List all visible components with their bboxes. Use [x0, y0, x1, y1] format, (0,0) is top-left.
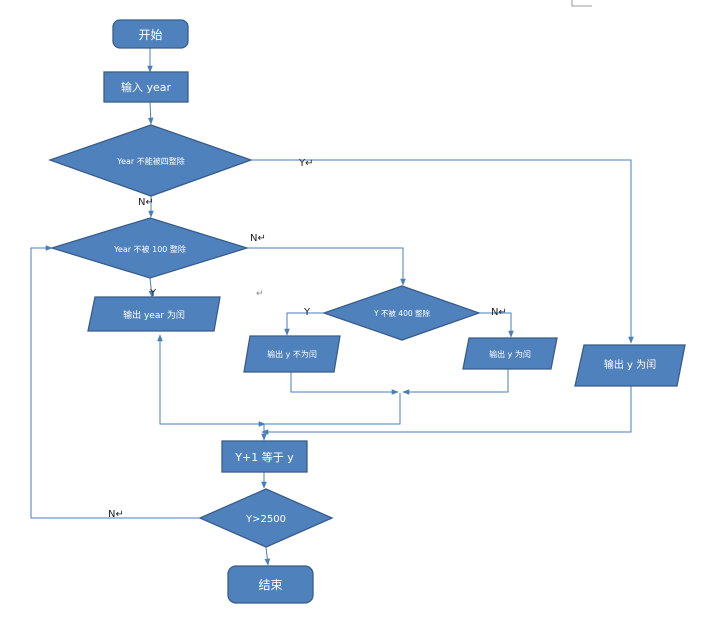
edge-right-output-return [261, 386, 632, 435]
paragraph-mark: ↵ [256, 289, 264, 299]
output-leap-left-box [87, 296, 221, 332]
end-terminal [227, 565, 314, 604]
edge-limit-no-loop [30, 245, 200, 519]
output-leap-left-label: 输出 year 为闰 [123, 309, 185, 321]
label-div100-yes: Y [149, 288, 157, 299]
label-div100-no: N↵ [250, 233, 266, 244]
output-leap-mid-label: 输出 y 为闰 [489, 349, 531, 359]
input-year-box [103, 71, 189, 103]
label-div4-no: N↵ [138, 197, 154, 208]
output-leap-mid-box [462, 337, 558, 370]
edge-div4-yes [251, 159, 634, 344]
limit-label: Y>2500 [245, 514, 286, 525]
output-leap-right-label: 输出 y 为闰 [604, 358, 656, 371]
page-corner-mark [571, 0, 592, 7]
output-leap-right-box [574, 344, 686, 387]
end-label: 结束 [258, 578, 282, 592]
div4-label: Year 不能被四整除 [116, 156, 184, 166]
div100-decision [49, 217, 250, 279]
edge-div400-no [479, 312, 514, 338]
start-terminal [112, 19, 189, 49]
edge-div100-no [247, 247, 406, 286]
limit-decision [198, 488, 334, 548]
output-not-leap-box [243, 335, 341, 373]
edge-merge-to-left-output [157, 334, 401, 425]
edge-div100-yes [148, 277, 155, 298]
edge-limit-to-end [264, 546, 271, 566]
increment-box [221, 440, 308, 473]
input-year-label: 输入 year [121, 80, 172, 94]
div400-decision [322, 285, 481, 341]
label-div400-yes: Y [303, 307, 311, 318]
edge-leapmid-merge [402, 369, 509, 395]
output-not-leap-label: 输出 y 不为闰 [267, 349, 317, 359]
label-limit-no: N↵ [108, 509, 124, 520]
label-div400-no: N↵ [491, 307, 507, 318]
div4-decision [48, 124, 253, 197]
edge-input-to-div4 [147, 101, 154, 125]
div400-label: Y 不被 400 整除 [373, 308, 431, 318]
start-label: 开始 [138, 28, 162, 42]
edge-div400-yes [284, 312, 324, 336]
edge-notleap-merge [290, 372, 399, 395]
increment-label: Y+1 等于 y [234, 450, 294, 464]
div100-label: Year 不被 100 整除 [113, 244, 186, 254]
label-div4-yes: Y↵ [298, 158, 314, 169]
